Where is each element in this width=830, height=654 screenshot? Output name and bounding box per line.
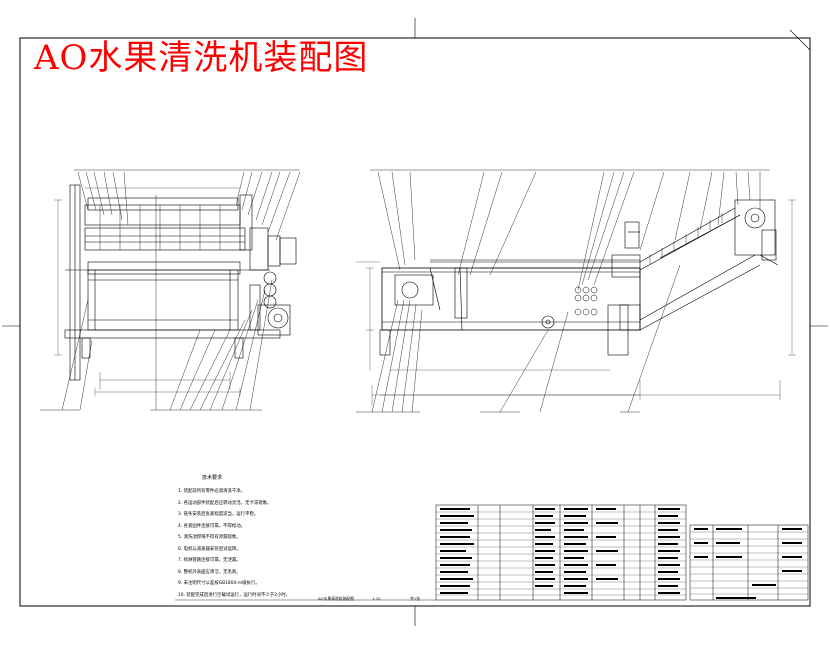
- note-item: 9. 未注明尺寸公差按GB1804-m级执行。: [178, 581, 260, 586]
- note-item: 7. 喷淋管路连接可靠，无泄漏。: [178, 558, 241, 563]
- top-leaders-left: [74, 169, 301, 241]
- note-item: 10. 装配完成后进行空载试运行，运行时间不少于2小时。: [178, 592, 291, 598]
- note-item: 6. 电机与减速器安装后试运转。: [178, 546, 241, 552]
- note-item: 3. 链条安装后张紧程度适当，运行平稳。: [178, 512, 259, 517]
- note-item: 1. 装配前所有零件必须清洗干净。: [178, 489, 246, 494]
- note-item: 8. 整机外表面应清洁，无毛刺。: [178, 569, 241, 575]
- notes-heading: 技术要求: [202, 475, 223, 481]
- technical-notes: 1. 装配前所有零件必须清洗干净。 2. 各运动部件装配后应转动灵活，无卡滞现象…: [178, 486, 290, 601]
- note-item: 2. 各运动部件装配后应转动灵活，无卡滞现象。: [178, 500, 272, 506]
- footer-sheet: 共1张: [410, 596, 421, 601]
- left-view: [40, 169, 301, 411]
- parts-list: [435, 504, 687, 601]
- note-item: 5. 清洗池焊缝不得有渗漏现象。: [178, 535, 241, 540]
- drawing-border: [2, 18, 828, 626]
- side-view: [356, 169, 796, 413]
- title-block: [689, 524, 809, 601]
- note-item: 4. 各紧固件连接可靠，不得松动。: [178, 523, 246, 529]
- drawing-title: AO水果清洗机装配图: [34, 38, 369, 78]
- footer-drawing-name: AO水果清洗机装配图: [318, 596, 354, 601]
- footer-scale: 1:10: [372, 596, 381, 601]
